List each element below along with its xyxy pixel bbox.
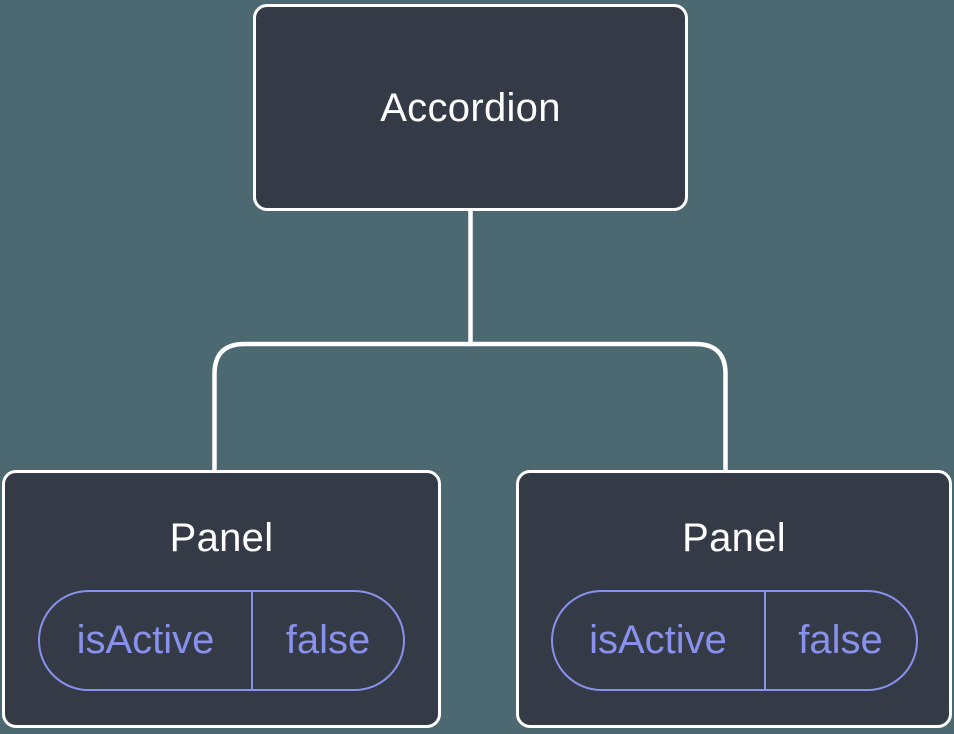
panel-node-label: Panel	[682, 516, 786, 560]
panel-node-label: Panel	[169, 516, 274, 560]
accordion-node-label: Accordion	[380, 85, 561, 130]
panel-node-right: Panel isActive false	[516, 470, 952, 728]
accordion-node: Accordion	[253, 4, 688, 211]
panel-node-left: Panel isActive false	[2, 470, 441, 728]
state-pill: isActive false	[550, 590, 918, 691]
state-key: isActive	[40, 592, 253, 689]
connector-bracket	[212, 341, 728, 473]
state-key: isActive	[553, 592, 766, 689]
state-value: false	[798, 618, 883, 662]
state-value: false	[285, 618, 371, 662]
state-pill: isActive false	[38, 590, 405, 691]
